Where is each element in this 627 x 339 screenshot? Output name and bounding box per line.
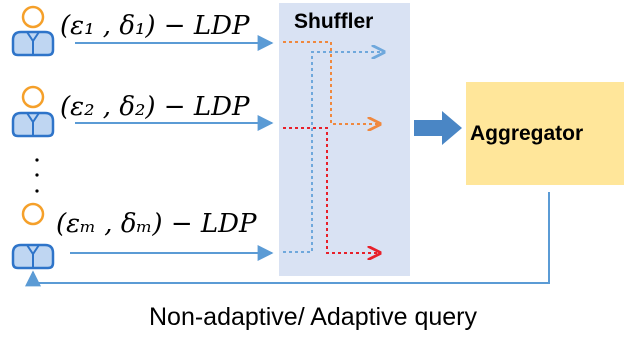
- shuffler-box: [279, 3, 410, 276]
- user-m-label: (εₘ , δₘ) − LDP: [56, 209, 257, 239]
- shuffler-to-aggregator-arrow: [414, 111, 462, 145]
- user-icon-2: [11, 85, 55, 138]
- user-1-label: (ε₁ , δ₁) − LDP: [60, 11, 250, 41]
- shuffle-path-blue: [283, 52, 384, 253]
- shuffle-path-orange: [283, 41, 380, 124]
- aggregator-box: [466, 82, 624, 185]
- user-icon-m: [11, 202, 55, 270]
- user-icon-1: [11, 5, 55, 57]
- user-2-label: (ε₂ , δ₂) − LDP: [60, 92, 250, 122]
- ellipsis-dots: [35, 158, 39, 193]
- feedback-label: Non-adaptive/ Adaptive query: [149, 303, 477, 331]
- feedback-query-arrow: [25, 192, 550, 287]
- shuffler-label: Shuffler: [294, 10, 373, 33]
- aggregator-label: Aggregator: [470, 122, 583, 145]
